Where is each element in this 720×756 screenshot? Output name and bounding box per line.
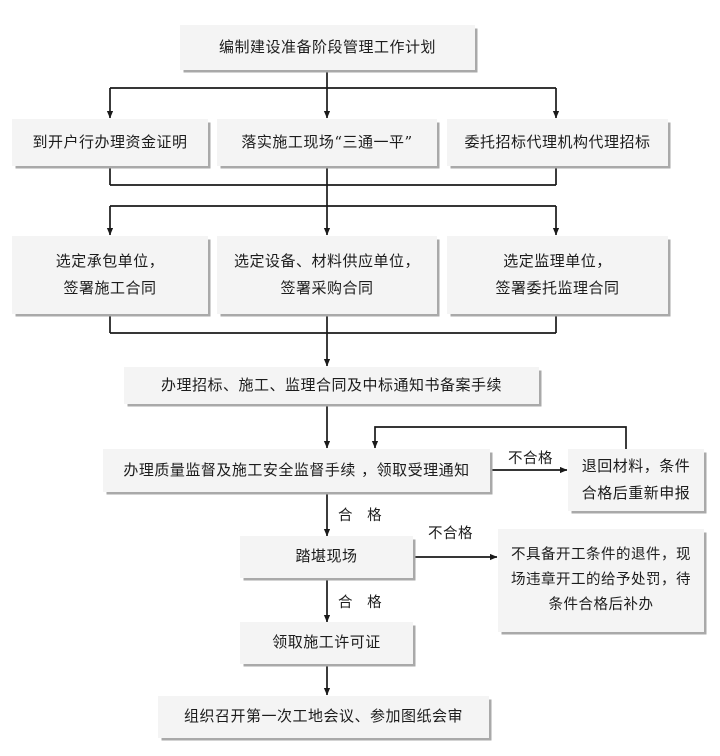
node-bidding-agency-line1: 委托招标代理机构代理招标: [464, 132, 651, 151]
node-permit[interactable]: 领取施工许可证: [240, 622, 413, 664]
edge-label-quality-pass: 合 格: [338, 508, 387, 524]
node-return-materials-line2: 合格后重新申报: [581, 483, 691, 502]
node-site-three-links-line1: 落实施工现场“三通一平”: [241, 132, 413, 151]
node-supplier[interactable]: 选定设备、材料供应单位， 签署采购合同: [217, 236, 437, 314]
node-return-materials-line1: 退回材料，条件: [581, 457, 691, 476]
node-supervisor-line1: 选定监理单位，: [503, 252, 612, 271]
node-record-filing[interactable]: 办理招标、施工、监理合同及中标通知书备案手续: [124, 367, 539, 404]
node-first-meeting-line1: 组织召开第一次工地会议、参加图纸会审: [183, 707, 463, 726]
node-quality-safety-line1: 办理质量监督及施工安全监督手续 ，领取受理通知: [123, 460, 470, 479]
node-penalty-line1: 不具备开工条件的退件，现: [511, 547, 691, 564]
edge-label-survey-pass: 合 格: [338, 595, 387, 611]
node-contractor-line1: 选定承包单位，: [55, 252, 165, 271]
node-return-materials[interactable]: 退回材料，条件 合格后重新申报: [568, 449, 704, 511]
node-permit-line1: 领取施工许可证: [272, 633, 381, 652]
edge-label-survey-fail: 不合格: [428, 526, 473, 542]
node-supplier-line1: 选定设备、材料供应单位，: [233, 252, 420, 271]
node-penalty-line2: 场违章开工的给予处罚，待: [511, 572, 691, 589]
node-site-survey[interactable]: 踏堪现场: [240, 536, 413, 578]
node-first-meeting[interactable]: 组织召开第一次工地会议、参加图纸会审: [158, 696, 489, 738]
node-contractor[interactable]: 选定承包单位， 签署施工合同: [12, 236, 208, 314]
edge-label-quality-fail: 不合格: [508, 451, 553, 467]
node-fund-certificate-line1: 到开户行办理资金证明: [32, 132, 188, 151]
edge-return-feedback: [371, 426, 627, 450]
node-supervisor-line2: 签署委托监理合同: [495, 278, 620, 297]
node-fund-certificate[interactable]: 到开户行办理资金证明: [12, 119, 208, 166]
node-site-survey-line1: 踏堪现场: [295, 547, 358, 566]
node-supplier-line2: 签署采购合同: [280, 278, 374, 297]
node-record-filing-line1: 办理招标、施工、监理合同及中标通知书备案手续: [160, 375, 502, 394]
node-plan-line1: 编制建设准备阶段管理工作计划: [218, 37, 436, 56]
node-bidding-agency[interactable]: 委托招标代理机构代理招标: [447, 119, 668, 166]
node-contractor-line2: 签署施工合同: [63, 278, 157, 297]
node-supervisor[interactable]: 选定监理单位， 签署委托监理合同: [447, 236, 668, 314]
node-penalty[interactable]: 不具备开工条件的退件，现 场违章开工的给予处罚，待 条件合格后补办: [498, 529, 704, 632]
node-site-three-links[interactable]: 落实施工现场“三通一平”: [217, 119, 437, 166]
node-quality-safety[interactable]: 办理质量监督及施工安全监督手续 ，领取受理通知: [103, 449, 490, 492]
node-plan[interactable]: 编制建设准备阶段管理工作计划: [180, 25, 475, 70]
node-penalty-line3: 条件合格后补办: [548, 596, 654, 613]
